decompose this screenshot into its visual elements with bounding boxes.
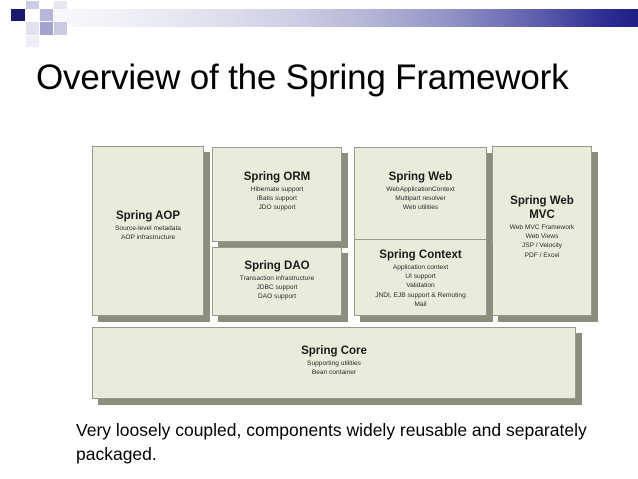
diagram-block-spring-core: Spring Core Supporting utilities Bean co… <box>92 327 576 399</box>
block-line: Validation <box>406 282 435 290</box>
decor-square-light-a <box>54 1 67 9</box>
diagram-block-spring-dao: Spring DAO Transaction infrastructure JD… <box>212 247 342 316</box>
diagram-block-spring-web: Spring Web WebApplicationContext Multipa… <box>354 147 487 242</box>
diagram-block-spring-web-mvc: Spring Web MVC Web MVC Framework Web Vie… <box>492 146 592 316</box>
block-line: Bean container <box>311 369 357 377</box>
diagram-block-spring-orm: Spring ORM Hibernate support iBatis supp… <box>212 147 342 242</box>
decor-square-mid-e <box>26 36 39 47</box>
slide-header-decoration <box>0 0 638 47</box>
block-line: PDF / Excel <box>524 251 560 259</box>
block-lines: Web MVC Framework Web Views JSP / Veloci… <box>496 223 588 260</box>
block-title: Spring Web <box>388 171 453 183</box>
block-line: JDO support <box>258 204 296 212</box>
block-line: Supporting utilities <box>307 360 361 367</box>
block-line: Web utilities <box>402 204 439 212</box>
block-line: Web MVC Framework <box>509 224 575 231</box>
decor-square-navy <box>11 9 25 21</box>
block-line: Mail <box>414 300 427 308</box>
block-title: Spring DAO <box>244 260 310 272</box>
block-line: iBatis support <box>257 195 297 203</box>
block-lines: WebApplicationContext Multipart resolver… <box>358 185 483 213</box>
page-title: Overview of the Spring Framework <box>36 58 569 97</box>
block-line: Multipart resolver <box>395 195 446 203</box>
block-line: Application context <box>392 264 449 271</box>
block-lines: Source-level metadata AOP infrastructure <box>96 224 200 242</box>
block-line: JDBC support <box>256 284 298 292</box>
block-title: Spring Web MVC <box>510 195 574 221</box>
block-lines: Application context UI support Validatio… <box>358 263 483 309</box>
diagram-block-spring-aop: Spring AOP Source-level metadata AOP inf… <box>92 146 204 316</box>
block-line: WebApplicationContext <box>386 186 455 193</box>
block-line: Hibernate support <box>250 186 304 193</box>
block-line: Source-level metadata <box>115 225 181 232</box>
block-title: Spring AOP <box>115 210 181 222</box>
block-line: AOP infrastructure <box>120 234 176 242</box>
decor-square-mid-c <box>40 9 53 21</box>
block-line: Transaction infrastructure <box>239 275 315 282</box>
block-title: Spring Context <box>379 249 462 261</box>
block-line: UI support <box>405 273 436 281</box>
block-title: Spring Core <box>301 345 367 357</box>
slide-caption: Very loosely coupled, components widely … <box>76 420 587 464</box>
gradient-bar <box>38 9 638 27</box>
block-line: DAO support <box>257 293 297 301</box>
block-line: JSP / Velocity <box>521 242 563 250</box>
decor-square-mid-d <box>40 22 53 35</box>
block-lines: Hibernate support iBatis support JDO sup… <box>216 185 338 213</box>
block-line: Web Views <box>525 233 559 241</box>
block-title: Spring ORM <box>243 171 311 183</box>
decor-square-mid-b <box>26 22 39 35</box>
decor-square-mid-a <box>26 1 39 9</box>
block-lines: Supporting utilities Bean container <box>96 359 572 377</box>
block-line: JNDI, EJB support & Remoting <box>375 291 466 299</box>
diagram-block-spring-context: Spring Context Application context UI su… <box>354 239 487 316</box>
block-lines: Transaction infrastructure JDBC support … <box>216 274 338 302</box>
decor-square-light-b <box>54 22 67 35</box>
